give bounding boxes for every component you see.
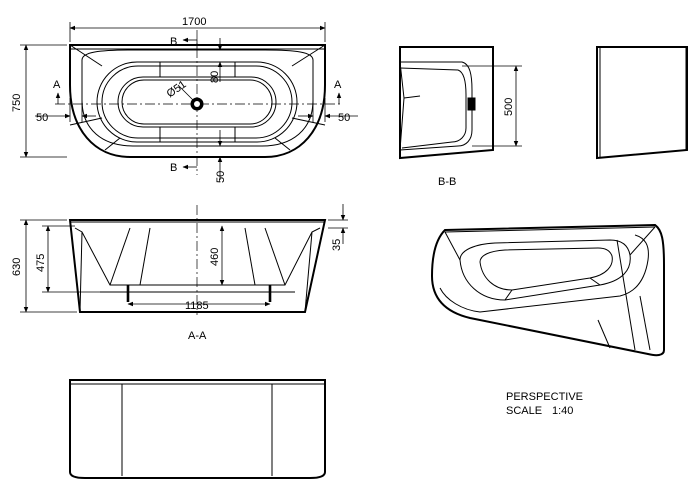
section-a-label-right: A [334,79,342,91]
dim-bb-depth: 500 [503,98,515,116]
section-bb-view: 500 B-B [399,46,522,188]
dim-aa-depth-inner: 460 [209,248,221,266]
perspective-view [430,223,665,357]
dim-aa-base: 1185 [185,300,209,312]
dim-aa-depth-outer: 475 [35,254,47,272]
dim-edge-right: 50 [338,112,350,124]
bb-outer-outline [399,46,494,160]
front-outline [69,379,326,479]
section-a-label-left: A [53,79,61,91]
dim-drain: Ø51 [165,78,189,100]
perspective-label: PERSPECTIVE [506,391,583,403]
dim-width: 750 [11,94,23,112]
dim-aa-rim: 35 [331,239,343,251]
dim-length: 1700 [182,16,206,28]
dim-bottom-edge: 50 [215,171,227,183]
scale-value: 1:40 [552,405,573,417]
section-bb-title: B-B [438,176,456,188]
plan-rim-inner [81,49,314,147]
section-b-label-bottom: B [170,162,177,174]
side-outline [596,46,688,160]
plan-facet-lines [69,44,326,151]
aa-outer-outline [68,219,327,313]
section-b-label-top: B [170,36,177,48]
plan-view: Ø51 1700 750 50 50 80 50 [11,16,358,183]
bb-overflow-icon [467,97,476,111]
side-view [596,46,688,160]
section-aa-title: A-A [188,330,207,342]
section-aa-view: 630 475 460 35 1185 A-A [11,204,348,342]
dim-top-edge: 80 [209,71,221,83]
dim-aa-height: 630 [11,258,23,276]
plan-outer-outline [69,44,326,158]
perspective-outline [430,223,665,357]
scale-label: SCALE [506,405,542,417]
front-elevation [69,379,326,479]
dim-edge-left: 50 [36,112,48,124]
